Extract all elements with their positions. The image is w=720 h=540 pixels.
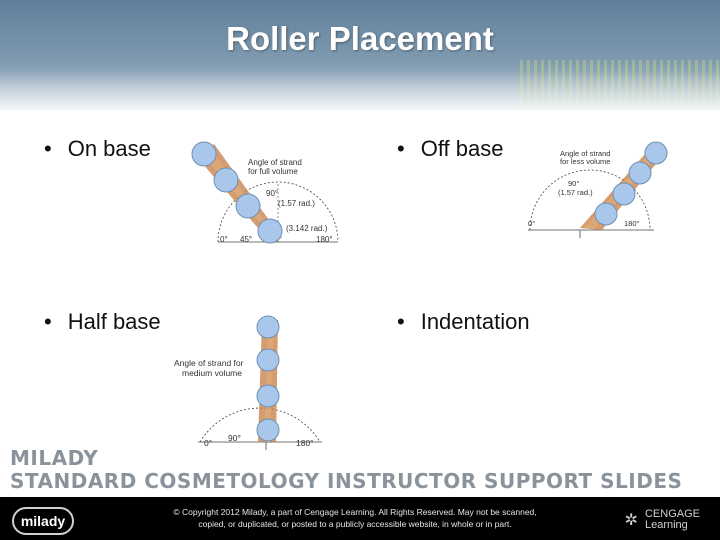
copyright-line1: © Copyright 2012 Milady, a part of Cenga… bbox=[173, 507, 537, 517]
caption-line2: for full volume bbox=[248, 167, 298, 176]
label-180: 180° bbox=[624, 219, 640, 228]
cengage-line1: CENGAGE bbox=[644, 508, 700, 520]
copyright-line2: copied, or duplicated, or posted to a pu… bbox=[198, 519, 512, 529]
off-base-diagram: Angle of strand for less volume 90° (1.5… bbox=[528, 141, 668, 238]
bullet-marker: • bbox=[397, 136, 405, 161]
caption-line2: medium volume bbox=[182, 368, 242, 378]
bullet-label: Half base bbox=[67, 309, 161, 334]
on-base-diagram: Angle of strand for full volume 90° (1.5… bbox=[191, 141, 339, 244]
header-fade bbox=[0, 70, 720, 110]
label-0: 0° bbox=[204, 438, 212, 448]
label-90: 90° bbox=[266, 189, 278, 198]
milady-logo: milady bbox=[12, 507, 74, 535]
label-rad-3142: (3.142 rad.) bbox=[286, 224, 328, 233]
label-180: 180° bbox=[316, 235, 333, 244]
cengage-logo: ✲ CENGAGE Learning bbox=[625, 509, 700, 531]
brand-line2: STANDARD COSMETOLOGY INSTRUCTOR SUPPORT … bbox=[10, 469, 683, 493]
bullet-marker: • bbox=[397, 309, 405, 334]
bullet-off-base: • Off base bbox=[397, 136, 503, 162]
bullet-label: Indentation bbox=[420, 309, 530, 334]
cengage-mark-icon: ✲ bbox=[624, 511, 638, 529]
bullet-label: On base bbox=[67, 136, 151, 161]
milady-brand-text: MILADY STANDARD COSMETOLOGY INSTRUCTOR S… bbox=[10, 447, 682, 493]
bullet-label: Off base bbox=[420, 136, 504, 161]
bullet-marker: • bbox=[44, 136, 52, 161]
label-180: 180° bbox=[296, 438, 314, 448]
caption-line1: Angle of strand bbox=[560, 149, 610, 158]
bullet-indentation: • Indentation bbox=[397, 309, 530, 335]
bullet-half-base: • Half base bbox=[44, 309, 161, 335]
footer-bar: milady © Copyright 2012 Milady, a part o… bbox=[0, 497, 720, 540]
header-banner bbox=[0, 0, 720, 110]
label-90: 90° bbox=[228, 433, 241, 443]
label-0: 0° bbox=[528, 219, 535, 228]
bullet-on-base: • On base bbox=[44, 136, 151, 162]
label-45: 45° bbox=[240, 235, 252, 244]
half-base-diagram: Angle of strand for medium volume 0° 90°… bbox=[174, 315, 322, 450]
slide-title: Roller Placement bbox=[226, 20, 494, 57]
bullet-marker: • bbox=[44, 309, 52, 334]
cengage-line2: Learning bbox=[644, 519, 688, 531]
label-rad-157: (1.57 rad.) bbox=[558, 188, 593, 197]
caption-line1: Angle of strand bbox=[248, 158, 302, 167]
caption-line2: for less volume bbox=[560, 157, 610, 166]
brand-line1: MILADY bbox=[10, 446, 99, 470]
label-0: 0° bbox=[220, 235, 228, 244]
label-rad-157: (1.57 rad.) bbox=[278, 199, 315, 208]
label-90: 90° bbox=[568, 179, 579, 188]
caption-line1: Angle of strand for bbox=[174, 358, 244, 368]
copyright-notice: © Copyright 2012 Milady, a part of Cenga… bbox=[150, 506, 560, 530]
